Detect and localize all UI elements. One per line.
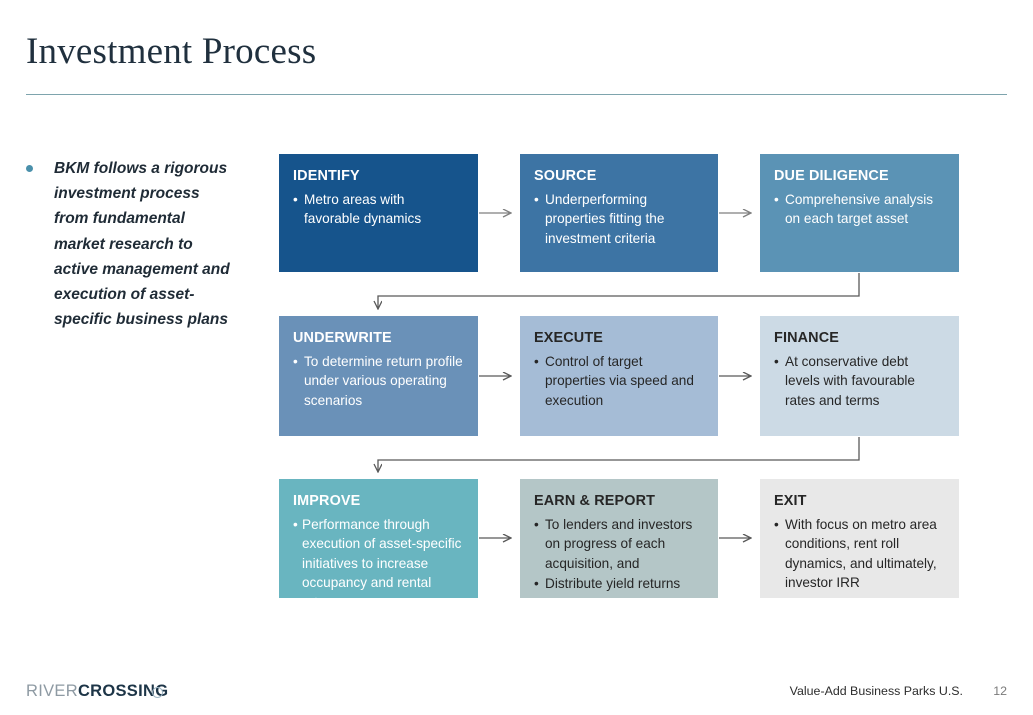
flow-step-bullet: To lenders and investors on progress of … (534, 514, 704, 573)
page-number: 12 (993, 684, 1007, 698)
flow-step-execute[interactable]: EXECUTE Control of target properties via… (520, 316, 718, 436)
flow-step-title: UNDERWRITE (293, 330, 392, 346)
left-summary-text: BKM follows a rigorous investment proces… (54, 160, 230, 329)
flow-step-bullet: Comprehensive analysis on each target as… (774, 190, 945, 229)
flow-step-bullets: At conservative debt levels with favoura… (774, 351, 945, 410)
flow-step-identify[interactable]: IDENTIFY Metro areas with favorable dyna… (279, 154, 478, 272)
flow-step-title: EXIT (774, 493, 807, 509)
flow-step-bullets: Underperforming properties fitting the i… (534, 189, 704, 248)
page-title: Investment Process (26, 31, 317, 72)
flow-step-bullets: To determine return profile under variou… (293, 351, 464, 410)
flow-step-bullet: Metro areas with favorable dynamics (293, 190, 464, 229)
flow-step-bullets: With focus on metro area conditions, ren… (774, 515, 945, 593)
flow-step-finance[interactable]: FINANCE At conservative debt levels with… (760, 316, 959, 436)
flow-step-bullet: To determine return profile under variou… (293, 351, 464, 410)
flow-step-title: IDENTIFY (293, 168, 360, 184)
flow-step-improve[interactable]: IMPROVE Performance through execution of… (279, 479, 478, 610)
footer-label: Value-Add Business Parks U.S. (789, 684, 963, 698)
flow-step-bullet: Control of target properties via speed a… (534, 351, 704, 410)
flow-step-title: EXECUTE (534, 330, 604, 346)
title-divider (26, 94, 1007, 95)
logo-text-crossing: CROSSING (77, 682, 169, 700)
flow-step-bullets: Metro areas with favorable dynamics (293, 190, 464, 229)
flow-step-title: FINANCE (774, 330, 840, 346)
flow-step-bullets: To lenders and investors on progress of … (534, 514, 704, 594)
arrow-finance-to-improve (378, 437, 860, 472)
flow-step-bullet: At conservative debt levels with favoura… (774, 351, 945, 410)
arrow-due-diligence-to-underwrite (378, 273, 860, 309)
flow-step-exit[interactable]: EXIT With focus on metro area conditions… (760, 479, 959, 598)
left-summary-note: BKM follows a rigorous investment proces… (26, 156, 238, 332)
flow-step-title: SOURCE (534, 168, 597, 184)
logo-text-river: RIVER (26, 682, 78, 700)
flow-step-bullet: Underperforming properties fitting the i… (534, 189, 704, 248)
flow-step-bullet: Distribute yield returns (534, 574, 704, 594)
flow-step-title: IMPROVE (293, 493, 361, 509)
flow-step-title: DUE DILIGENCE (774, 168, 889, 184)
flow-step-title: EARN & REPORT (534, 493, 656, 509)
flow-step-earn-and-report[interactable]: EARN & REPORT To lenders and investors o… (520, 479, 718, 598)
flow-step-due-diligence[interactable]: DUE DILIGENCE Comprehensive analysis on … (760, 154, 959, 272)
rivercrossing-logo: RIVERCROSSING (26, 682, 168, 701)
flow-step-bullet: Performance through execution of asset-s… (293, 514, 464, 612)
bullet-dot-icon (26, 165, 33, 172)
flow-step-source[interactable]: SOURCE Underperforming properties fittin… (520, 154, 718, 272)
flow-step-bullets: Comprehensive analysis on each target as… (774, 190, 945, 229)
flow-step-bullet: With focus on metro area conditions, ren… (774, 515, 945, 593)
flow-step-bullets: Performance through execution of asset-s… (293, 514, 464, 612)
flow-step-bullets: Control of target properties via speed a… (534, 351, 704, 410)
flow-step-underwrite[interactable]: UNDERWRITE To determine return profile u… (279, 316, 478, 436)
